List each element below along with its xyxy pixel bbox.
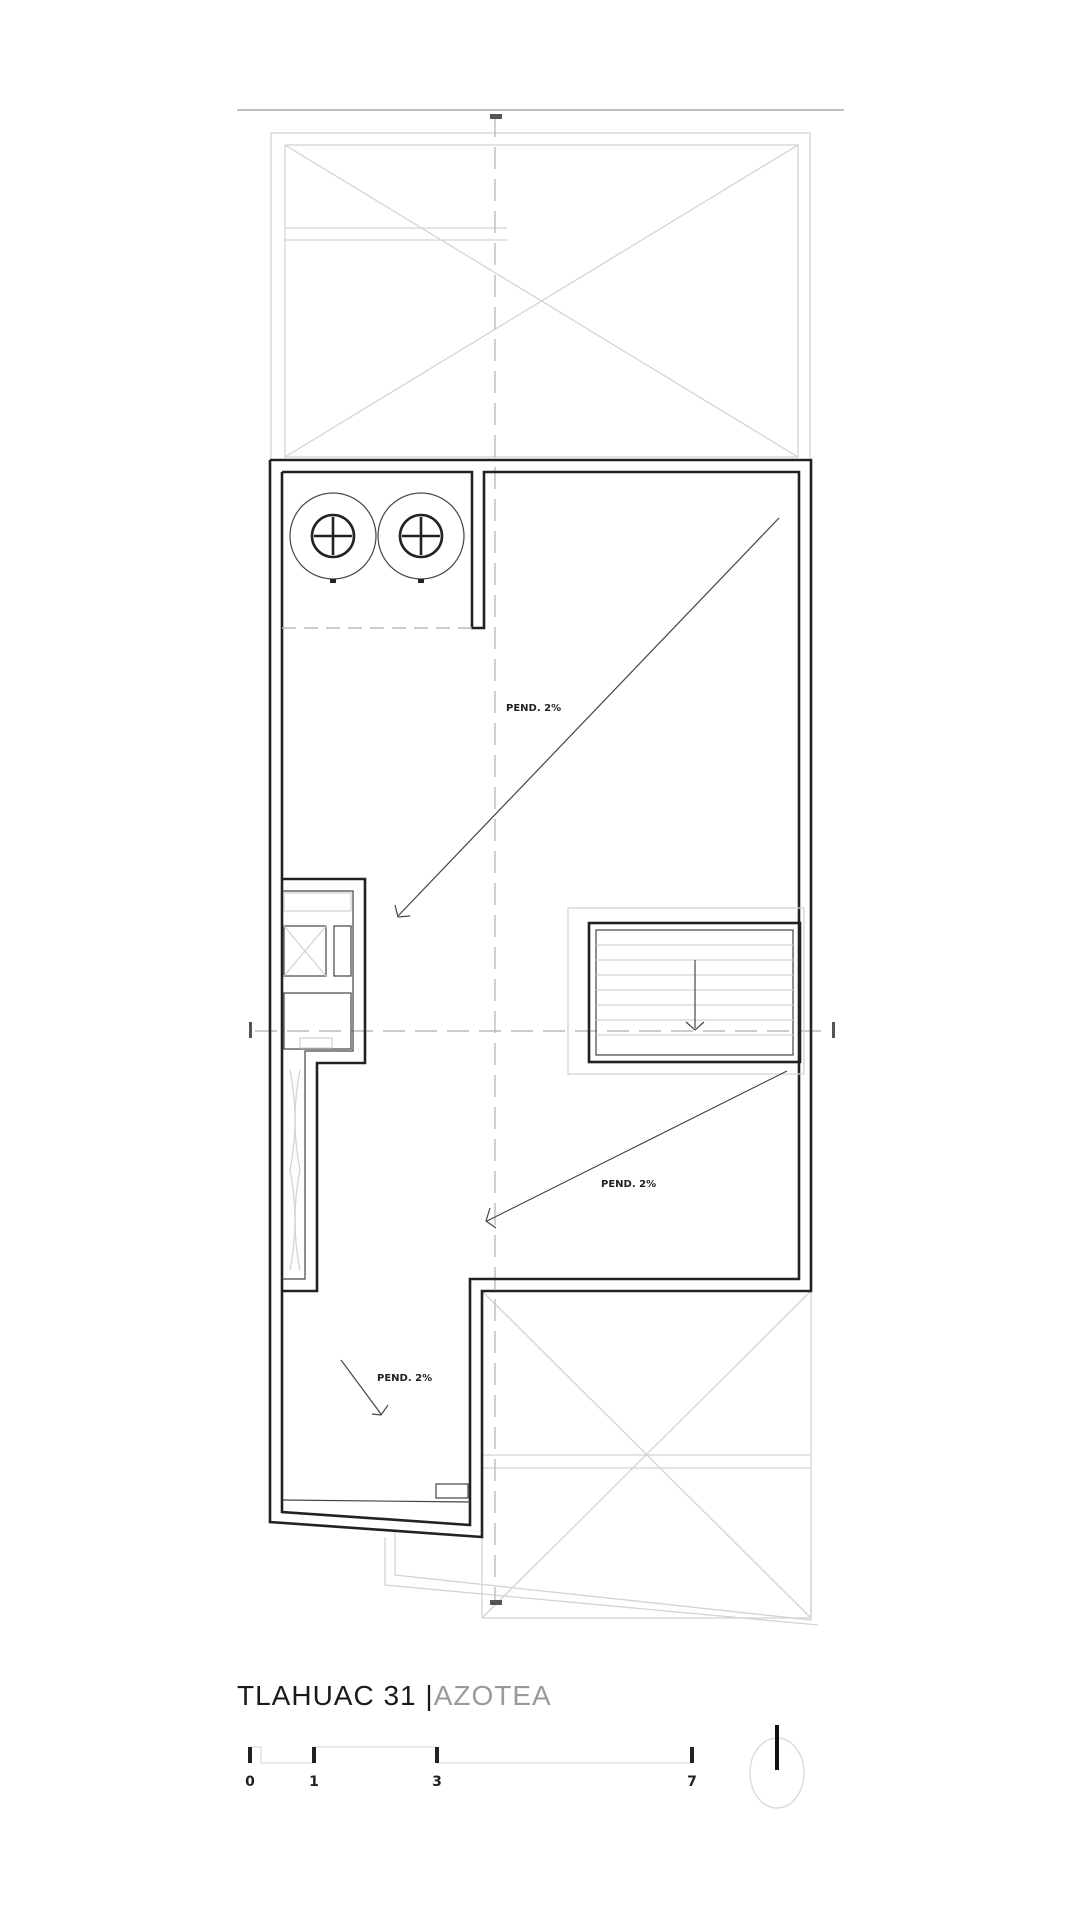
water-tank (377, 492, 465, 583)
scale-label: 7 (687, 1774, 697, 1790)
drawing-title: TLAHUAC 31 |AZOTEA (237, 1680, 552, 1712)
title-separator: | (425, 1680, 434, 1711)
slope-label: PEND. 2% (601, 1179, 656, 1190)
water-tank (289, 492, 377, 583)
level-name: AZOTEA (433, 1680, 552, 1711)
slope-label: PEND. 2% (377, 1373, 432, 1384)
slope-arrow (485, 1070, 788, 1229)
north-arrow-icon (749, 1725, 805, 1809)
axis-marker-bottom (490, 1600, 502, 1605)
drain-grate (435, 1483, 469, 1499)
scale-label: 1 (309, 1774, 319, 1790)
scale-label: 3 (432, 1774, 442, 1790)
roof-walls (268, 458, 813, 1539)
axis-marker-left (249, 1022, 252, 1038)
adjacent-area-bottom (384, 1290, 819, 1626)
axis-marker-top (490, 114, 502, 119)
adjacent-area-top (270, 132, 811, 461)
slope-arrow (394, 517, 780, 918)
axis-marker-right (832, 1022, 835, 1038)
project-name: TLAHUAC 31 (237, 1680, 417, 1711)
scale-label: 0 (245, 1774, 255, 1790)
slope-label: PEND. 2% (506, 703, 561, 714)
service-shaft (282, 877, 367, 1293)
scale-bar: 0 1 3 7 (245, 1746, 697, 1790)
slope-arrow (340, 1359, 389, 1416)
stair-opening (567, 907, 805, 1075)
